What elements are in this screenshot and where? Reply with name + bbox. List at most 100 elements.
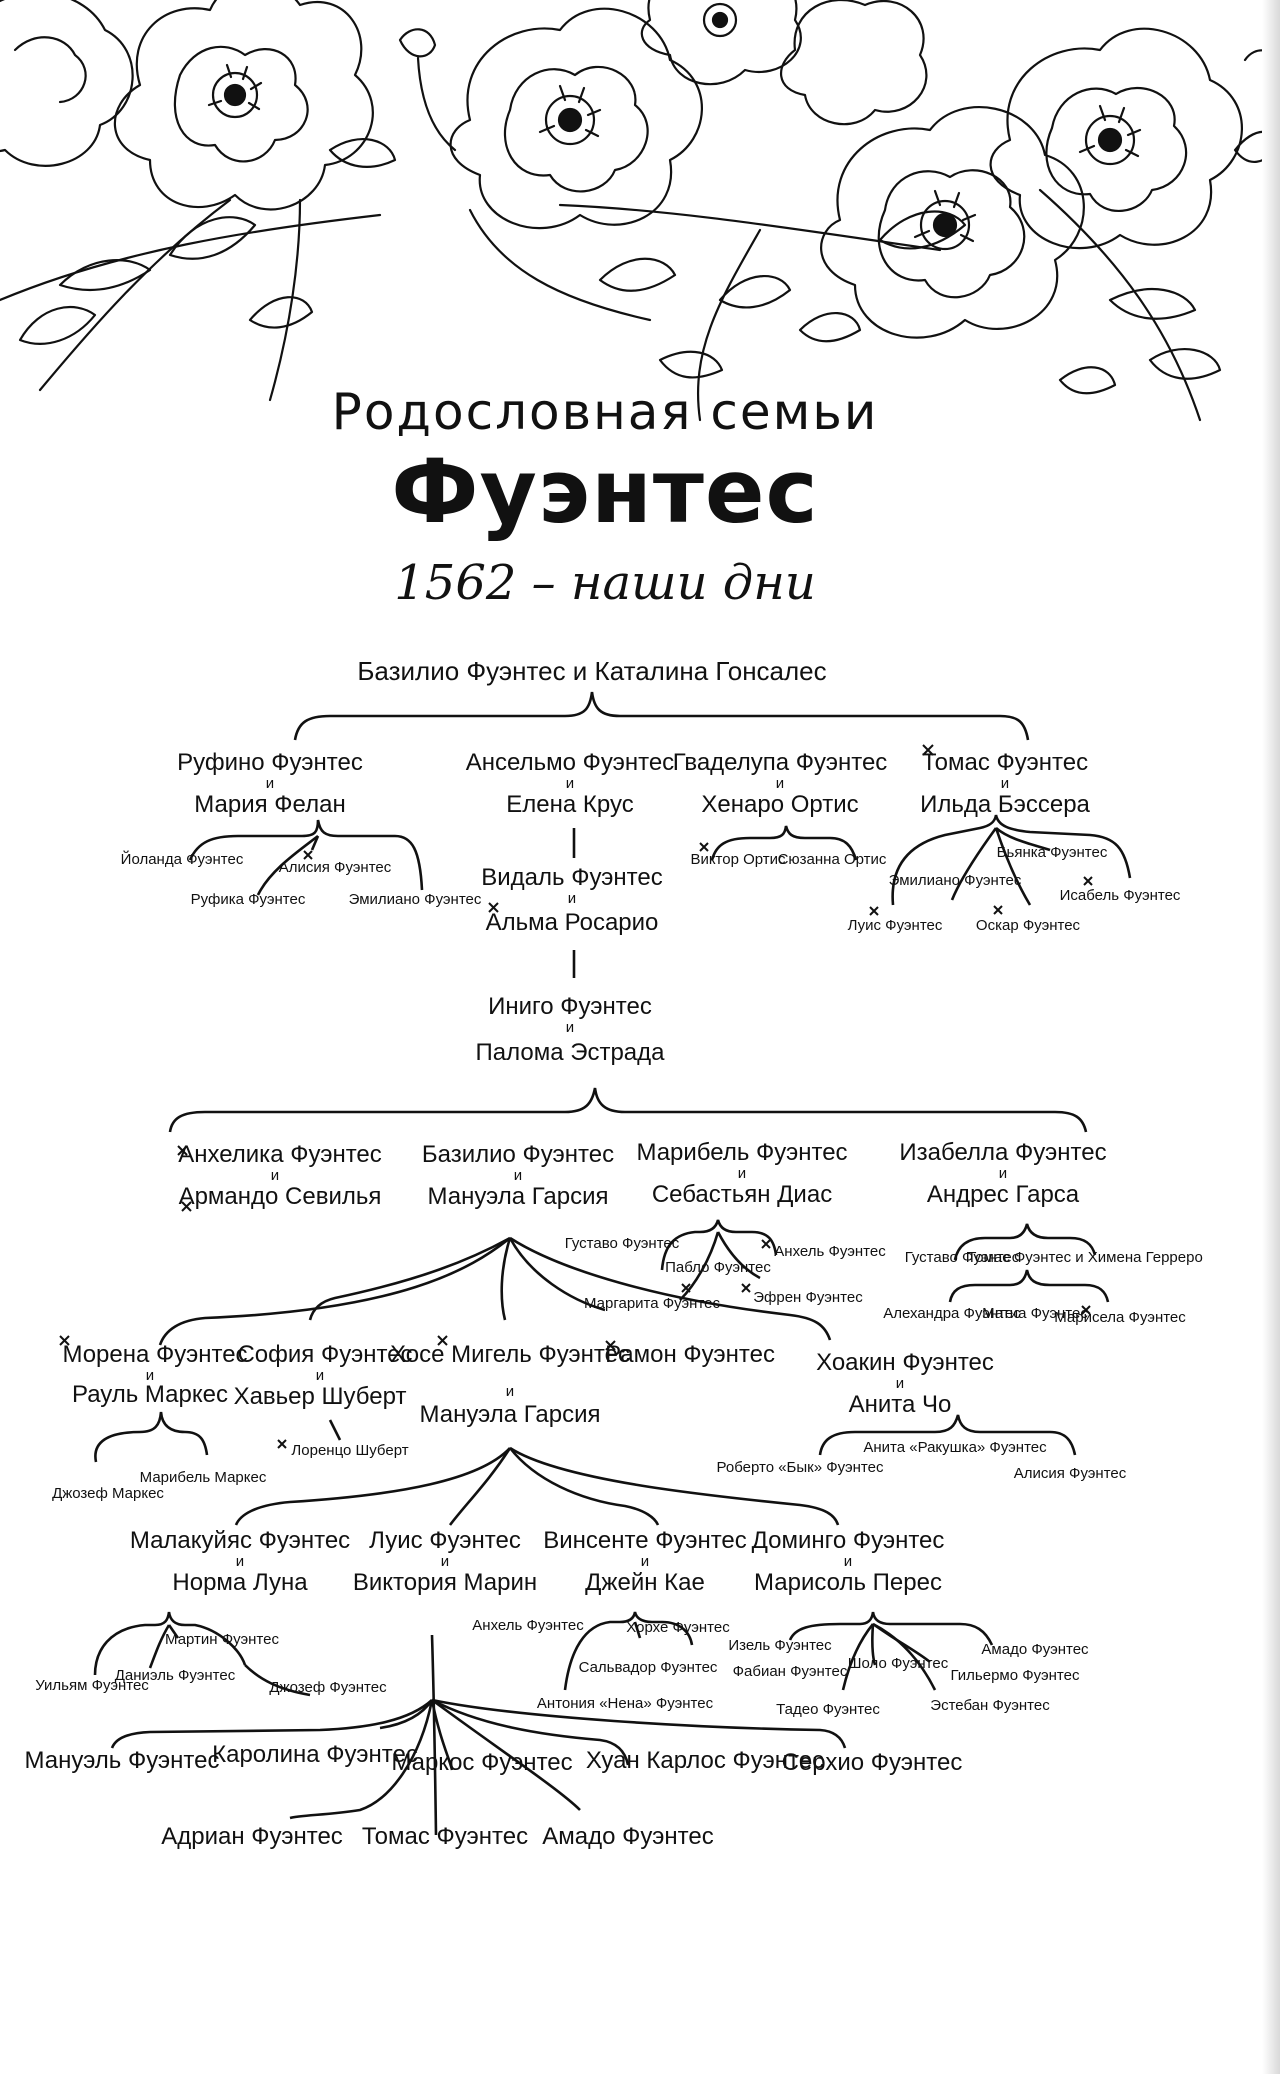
isabella-spouse: Андрес Гарса (927, 1181, 1080, 1208)
sofia-name: София Фуэнтес (237, 1341, 412, 1368)
domingo-name: Доминго Фуэнтес (752, 1527, 945, 1554)
guadalupe-spouse: Хенаро Ортис (701, 791, 858, 818)
luis-1: Луис Фуэнтес (848, 917, 943, 934)
guadalupe-name: Гваделупа Фуэнтес (673, 749, 888, 776)
inigo-and: и (566, 1019, 574, 1036)
rufino-spouse: Мария Фелан (194, 791, 345, 818)
sofia-spouse: Хавьер Шуберт (234, 1383, 407, 1410)
marisela: Марисела Фуэнтес (1054, 1309, 1186, 1326)
amado-2: Амадо Фуэнтес (542, 1823, 713, 1850)
anhel-1: Анхель Фуэнтес (774, 1243, 886, 1260)
morena-name: Морена Фуэнтес (62, 1341, 247, 1368)
gustavo-2: Густаво Фуэнтес (905, 1249, 1020, 1266)
matia: Матиа Фуэнтес (982, 1305, 1088, 1322)
anita-rakushka: Анита «Ракушка» Фуэнтес (863, 1439, 1047, 1456)
angelica-name: Анхелика Фуэнтес (178, 1141, 382, 1168)
maribel-spouse: Себастьян Диас (652, 1181, 832, 1208)
martin: Мартин Фуэнтес (165, 1631, 279, 1648)
angelica-spouse: Армандо Севилья (179, 1183, 382, 1210)
morena-and: и (146, 1367, 154, 1384)
jose-name: Хосе Мигель Фуэнтес (390, 1341, 630, 1368)
alisia-2: Алисия Фуэнтес (1014, 1465, 1127, 1482)
tomas-and: и (1001, 775, 1009, 792)
lorenzo: Лоренцо Шуберт (291, 1442, 408, 1459)
sofia-and: и (316, 1367, 324, 1384)
root-couple: Базилио Фуэнтес и Каталина Гонсалес (357, 656, 826, 686)
basilio-name: Базилио Фуэнтес (422, 1141, 614, 1168)
title-main: Фуэнтес (391, 440, 819, 543)
anselmo-and: и (566, 775, 574, 792)
domingo-and: и (844, 1553, 852, 1570)
sholo: Шоло Фуэнтес (848, 1655, 949, 1672)
joaquin-name: Хоакин Фуэнтес (816, 1349, 994, 1376)
alisia: Алисия Фуэнтес (279, 859, 392, 876)
page-edge-shadow (1262, 0, 1280, 2074)
luis-and: и (441, 1553, 449, 1570)
roberto: Роберто «Бык» Фуэнтес (717, 1459, 884, 1476)
yolanda: Йоланда Фуэнтес (121, 850, 244, 868)
vicente-and: и (641, 1553, 649, 1570)
guillermo: Гильермо Фуэнтес (951, 1667, 1080, 1684)
bianka: Бьянка Фуэнтес (997, 844, 1108, 861)
rufino-and: и (266, 775, 274, 792)
guadalupe-and: и (776, 775, 784, 792)
joaquin-spouse: Анита Чо (849, 1391, 952, 1418)
luis-spouse: Виктория Марин (353, 1569, 537, 1596)
title-years: 1562 – наши дни (394, 555, 816, 611)
juan-carlos: Хуан Карлос Фуэнтес (586, 1747, 824, 1774)
morena-spouse: Рауль Маркес (72, 1381, 228, 1408)
anselmo-name: Ансельмо Фуэнтес (466, 749, 674, 776)
viktor: Виктор Ортис (690, 851, 786, 868)
maribel-name: Марибель Фуэнтес (636, 1139, 847, 1166)
karolina: Каролина Фуэнтес (212, 1741, 418, 1768)
ramon: Рамон Фуэнтес (605, 1341, 775, 1368)
tomas-2: Томас Фуэнтес (362, 1823, 528, 1850)
malakuias-name: Малакуйяс Фуэнтес (130, 1527, 350, 1554)
tomas-jimena: Томас Фуэнтес и Химена Герреро (967, 1249, 1203, 1266)
domingo-spouse: Марисоль Перес (754, 1569, 942, 1596)
maribel-and: и (738, 1165, 746, 1182)
tomas-name: Томас Фуэнтес (922, 749, 1088, 776)
rufika: Руфика Фуэнтес (191, 891, 306, 908)
basilio-and: и (514, 1167, 522, 1184)
malakuias-and: и (236, 1553, 244, 1570)
amado-1: Амадо Фуэнтес (981, 1641, 1089, 1658)
suzanna: Сюзанна Ортис (778, 851, 887, 868)
tadeo: Тадео Фуэнтес (776, 1701, 880, 1718)
gustavo-1: Густаво Фуэнтес (565, 1235, 680, 1252)
vicente-spouse: Джейн Кае (585, 1569, 705, 1596)
william: Уильям Фуэнтес (35, 1677, 149, 1694)
sergio: Серхио Фуэнтес (782, 1749, 963, 1776)
malakuias-spouse: Норма Луна (172, 1569, 308, 1596)
vidal-name: Видаль Фуэнтес (481, 864, 663, 891)
tree-labels: Базилио Фуэнтес и Каталина Гонсалес Руфи… (24, 656, 1202, 1850)
izel: Изель Фуэнтес (728, 1637, 832, 1654)
vidal-spouse: Альма Росарио (486, 909, 659, 936)
manuel: Мануэль Фуэнтес (24, 1747, 219, 1774)
isabel: Исабель Фуэнтес (1060, 887, 1181, 904)
pablo: Пабло Фуэнтес (665, 1259, 771, 1276)
anhel-2: Анхель Фуэнтес (472, 1617, 584, 1634)
inigo-spouse: Палома Эстрада (475, 1039, 665, 1066)
daniel: Даниэль Фуэнтес (115, 1667, 236, 1684)
salvador: Сальвадор Фуэнтес (579, 1659, 718, 1676)
basilio-spouse: Мануэла Гарсия (427, 1183, 608, 1210)
luis-name: Луис Фуэнтес (369, 1527, 521, 1554)
fabian: Фабиан Фуэнтес (733, 1663, 848, 1680)
jorge: Хорхе Фуэнтес (626, 1619, 730, 1636)
inigo-name: Иниго Фуэнтес (488, 993, 652, 1020)
isabella-and: и (999, 1165, 1007, 1182)
markos: Маркос Фуэнтес (391, 1749, 572, 1776)
jose-spouse: Мануэла Гарсия (419, 1401, 600, 1428)
joseph-markes: Джозеф Маркес (52, 1485, 164, 1502)
tree-connectors (59, 691, 1132, 1836)
tomas-spouse: Ильда Бэссера (920, 791, 1090, 818)
title-top: Родословная семьи (331, 383, 879, 441)
esteban: Эстебан Фуэнтес (930, 1697, 1050, 1714)
joseph-2: Джозеф Фуэнтес (269, 1679, 387, 1696)
emiliano-2: Эмилиано Фуэнтес (889, 872, 1022, 889)
angelica-and: и (271, 1167, 279, 1184)
vidal-and: и (568, 890, 576, 907)
